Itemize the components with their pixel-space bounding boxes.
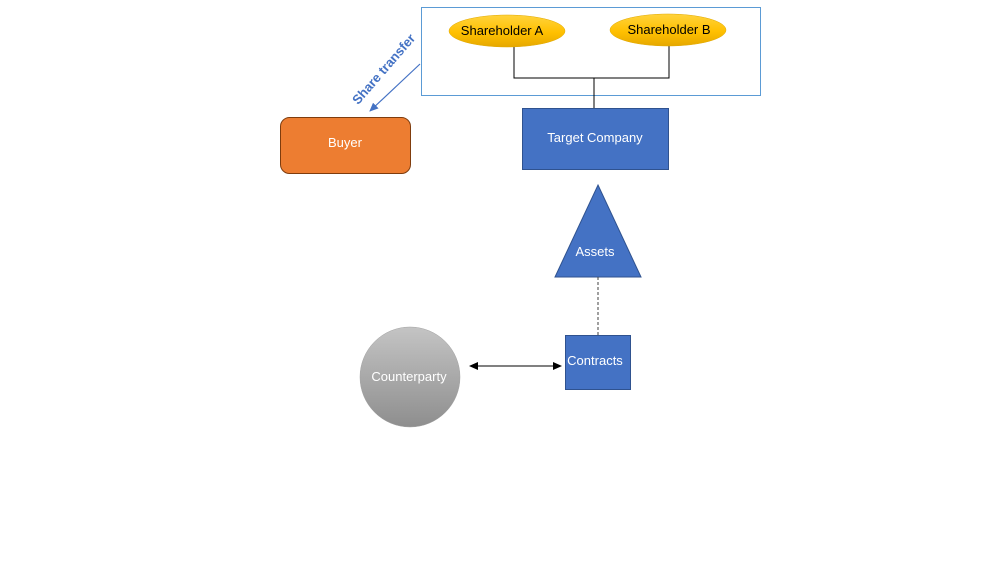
shareholder-a-label: Shareholder A [461, 23, 544, 38]
shareholder-b-node[interactable]: Shareholder B [609, 13, 727, 47]
counterparty-node[interactable]: Counterparty [359, 326, 461, 428]
contracts-box [565, 335, 631, 390]
shareholder-b-shape [609, 13, 727, 47]
assets-node[interactable]: Assets [554, 183, 642, 278]
buyer-box [280, 117, 411, 174]
shareholder-b-label: Shareholder B [627, 22, 710, 37]
target-company-node[interactable]: Target Company [522, 108, 669, 170]
target-company-box [522, 108, 669, 170]
share-transfer-label: Share transfer [349, 31, 418, 107]
shareholders-group-frame [421, 7, 761, 96]
buyer-label: Buyer [328, 135, 363, 150]
ownership-connector [513, 44, 670, 108]
contracts-label: Contracts [567, 353, 623, 368]
counterparty-label: Counterparty [371, 369, 447, 384]
buyer-node[interactable]: Buyer [280, 117, 411, 174]
assets-triangle [554, 183, 642, 278]
shareholder-a-node[interactable]: Shareholder A [448, 14, 566, 48]
contracts-node[interactable]: Contracts [565, 335, 631, 390]
target-company-label: Target Company [547, 130, 643, 145]
counterparty-circle [359, 326, 461, 428]
share-transfer-arrow [369, 63, 421, 112]
shareholder-a-shape [448, 14, 566, 48]
assets-label: Assets [575, 244, 615, 259]
